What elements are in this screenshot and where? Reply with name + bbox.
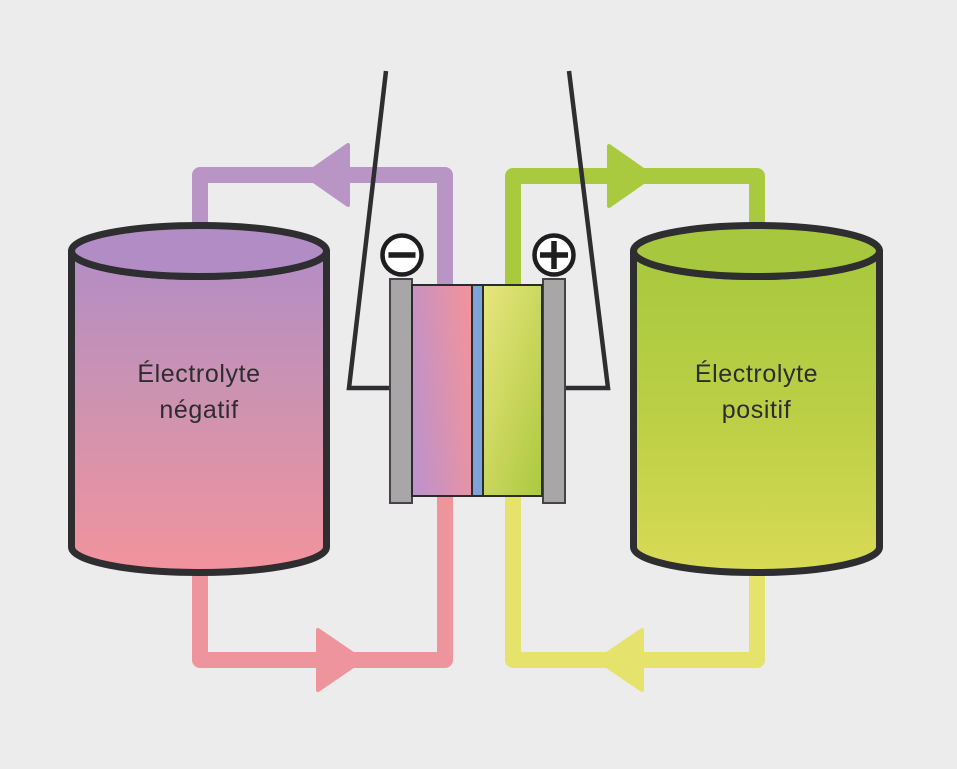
negative-bottom-flow-arrow-icon [316,628,364,692]
positive-electrode-plate [542,278,566,504]
callout-line-left [346,70,400,391]
positive-terminal-icon [532,233,576,277]
negative-tank: Électrolyte négatif [68,222,330,576]
negative-terminal-icon [380,233,424,277]
positive-bottom-flow-arrow-icon [596,628,644,692]
positive-tank-label-line1: Électrolyte [695,359,818,388]
positive-half-cell [482,284,543,497]
membrane [471,284,484,497]
cell-stack [389,278,566,504]
callout-line-right [555,70,611,391]
negative-top-flow-arrow-icon [303,143,350,207]
terminals [380,233,576,277]
positive-tank-lid [630,222,883,280]
negative-tank-label-line1: Électrolyte [137,359,260,388]
negative-tank-label-line2: négatif [159,396,238,424]
negative-half-cell [411,284,473,497]
negative-electrode-plate [389,278,413,504]
pipes [192,143,765,692]
negative-tank-lid [68,222,330,280]
zoom-callout-lines [346,70,611,391]
positive-tank-label-line2: positif [722,396,792,424]
positive-top-flow-arrow-icon [607,144,654,208]
positive-tank: Électrolyte positif [630,222,883,576]
